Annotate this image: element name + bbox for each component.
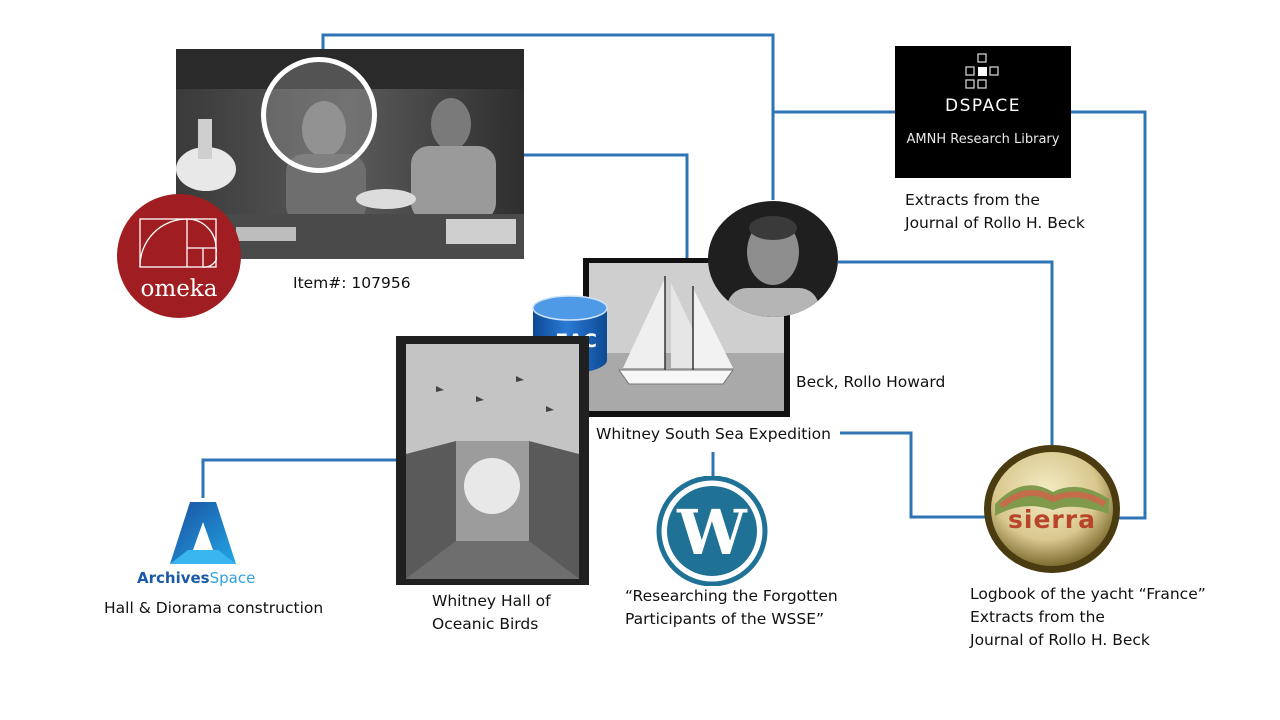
golden-spiral-icon [139, 218, 217, 268]
connector-dspace-to-sierra [1068, 110, 1147, 520]
connector-hall-to-archivesspace [201, 458, 397, 498]
dspace-caption-line2: Journal of Rollo H. Beck [905, 214, 1085, 232]
connector-beck-to-sierra [838, 260, 1054, 445]
item-number-label: Item#: 107956 [293, 274, 411, 292]
archivesspace-word-archives: Archives [137, 569, 210, 587]
archivesspace-word-space: Space [209, 569, 256, 587]
sierra-caption-line1: Logbook of the yacht “France” [970, 585, 1206, 603]
dspace-caption-line1: Extracts from the [905, 191, 1040, 209]
sierra-wordmark: sierra [1008, 505, 1096, 534]
highlight-circle [261, 57, 377, 173]
sierra-caption-line3: Journal of Rollo H. Beck [970, 631, 1150, 649]
connector-photo-to-beck [524, 153, 689, 260]
hall-photo [396, 336, 589, 585]
expedition-label: Whitney South Sea Expedition [596, 425, 831, 443]
dspace-squares-icon [965, 53, 999, 89]
beck-portrait [708, 201, 838, 317]
svg-text:W: W [676, 496, 748, 569]
omeka-logo[interactable] [117, 194, 241, 318]
archivesspace-logo[interactable] [168, 500, 238, 566]
hall-label-line2: Oceanic Birds [432, 615, 539, 633]
hall-label-line1: Whitney Hall of [432, 592, 551, 610]
connector-top-photo-to-dspace [321, 33, 775, 200]
archivesspace-caption: Hall & Diorama construction [104, 599, 324, 617]
connector-expedition-to-sierra [840, 431, 988, 519]
dspace-subtitle: AMNH Research Library [906, 132, 1060, 147]
wordpress-caption-line1: “Researching the Forgotten [625, 587, 838, 605]
sierra-logo[interactable] [983, 444, 1121, 574]
archivesspace-wordmark: ArchivesSpace [137, 569, 255, 587]
omeka-logo-text: omeka [140, 276, 218, 302]
wordpress-logo[interactable]: W [656, 476, 768, 586]
wordpress-caption-line2: Participants of the WSSE” [625, 610, 825, 628]
person-name-label: Beck, Rollo Howard [796, 373, 946, 391]
sierra-caption-line2: Extracts from the [970, 608, 1105, 626]
dspace-title: DSPACE [945, 96, 1021, 116]
